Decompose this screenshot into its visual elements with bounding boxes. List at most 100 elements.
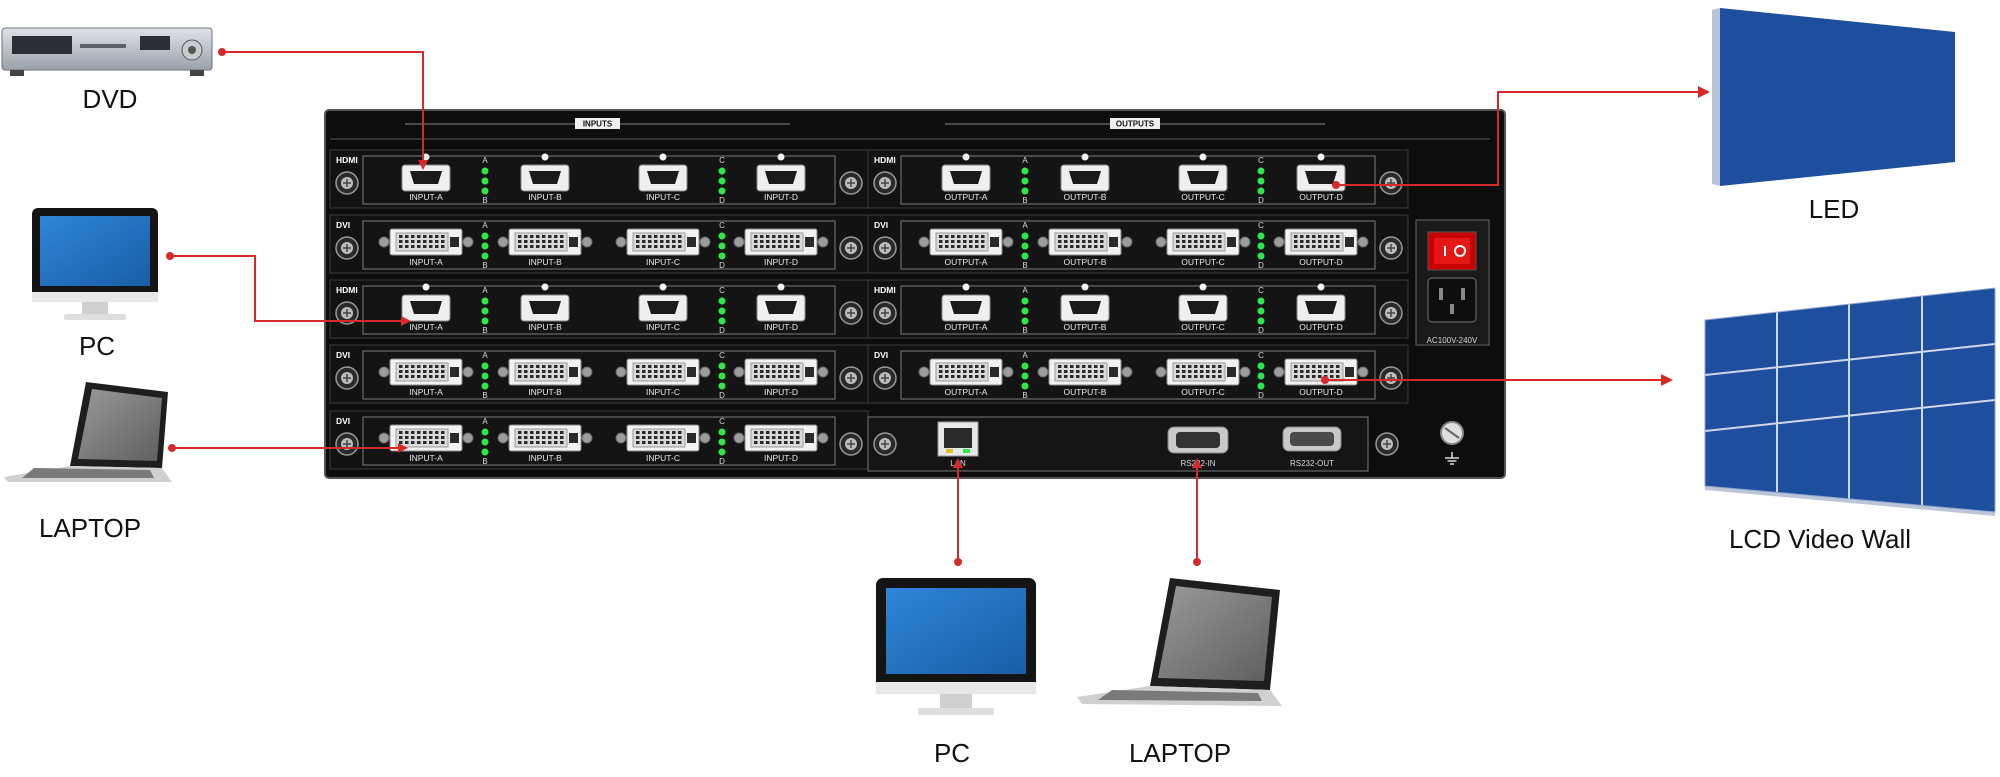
dvi-port[interactable]: OUTPUT-D — [1273, 358, 1369, 397]
dvi-port[interactable]: OUTPUT-D — [1273, 228, 1369, 267]
hdmi-port[interactable]: INPUT-B — [520, 153, 570, 203]
dvi-port[interactable]: INPUT-A — [378, 358, 474, 397]
dvi-port[interactable]: OUTPUT-B — [1037, 358, 1133, 397]
hdmi-port[interactable]: OUTPUT-D — [1296, 283, 1346, 333]
port-label: INPUT-D — [764, 192, 798, 202]
svg-text:D: D — [719, 391, 725, 400]
dvi-port[interactable]: INPUT-A — [378, 228, 474, 267]
panel-screw — [839, 366, 863, 390]
hdmi-port[interactable]: INPUT-C — [638, 153, 688, 203]
power-socket[interactable] — [1427, 277, 1477, 323]
svg-text:B: B — [482, 391, 487, 400]
dvi-port[interactable]: OUTPUT-A — [918, 358, 1014, 397]
laptop-bottom-label: LAPTOP — [1129, 738, 1231, 768]
card-type-label: DVI — [874, 350, 888, 360]
hdmi-port[interactable]: OUTPUT-B — [1060, 283, 1110, 333]
dvi-port[interactable]: INPUT-D — [733, 358, 829, 397]
port-label: INPUT-D — [764, 257, 798, 267]
svg-text:C: C — [1258, 156, 1264, 165]
arrow-head-laptop — [398, 443, 408, 453]
svg-text:B: B — [482, 261, 487, 270]
inputs-header: INPUTS — [575, 118, 620, 129]
power-label: AC100V-240V — [1427, 336, 1478, 345]
pc-left: PC — [32, 208, 158, 361]
pc-bottom-label: PC — [934, 738, 970, 768]
dvi-port[interactable]: OUTPUT-B — [1037, 228, 1133, 267]
matrix-switcher: INPUTS OUTPUTS HDMI INPUT-A INPUT-B INPUT-C… — [324, 109, 1506, 479]
dvi-port[interactable]: INPUT-D — [733, 424, 829, 463]
hdmi-port[interactable]: INPUT-A — [401, 153, 451, 203]
dvi-port[interactable]: INPUT-D — [733, 228, 829, 267]
power-switch[interactable] — [1427, 231, 1477, 271]
hdmi-port[interactable]: OUTPUT-A — [941, 153, 991, 203]
connections — [170, 51, 1700, 562]
port-label: INPUT-C — [646, 322, 680, 332]
hdmi-port[interactable]: INPUT-A — [401, 283, 451, 333]
port-label: INPUT-A — [409, 257, 443, 267]
svg-text:INPUTS: INPUTS — [583, 120, 613, 129]
hdmi-port[interactable]: OUTPUT-C — [1178, 153, 1228, 203]
status-leds: CD — [1257, 221, 1265, 270]
hdmi-port[interactable]: INPUT-D — [756, 283, 806, 333]
port-label: INPUT-A — [409, 453, 443, 463]
svg-text:B: B — [482, 326, 487, 335]
dvi-port[interactable]: INPUT-C — [615, 424, 711, 463]
port-label: INPUT-C — [646, 257, 680, 267]
hdmi-port[interactable]: INPUT-D — [756, 153, 806, 203]
hdmi-port[interactable]: OUTPUT-A — [941, 283, 991, 333]
panel-screw — [335, 236, 359, 260]
hdmi-port[interactable]: OUTPUT-C — [1178, 283, 1228, 333]
port-label: INPUT-C — [646, 387, 680, 397]
connection-markers — [166, 48, 1710, 566]
connection-dvd-to-hdmi-input — [222, 51, 424, 162]
svg-text:OUTPUTS: OUTPUTS — [1116, 120, 1155, 129]
dvi-port[interactable]: INPUT-C — [615, 358, 711, 397]
dvi-port[interactable]: INPUT-B — [497, 228, 593, 267]
port-label: INPUT-B — [528, 192, 562, 202]
rs232-out-port[interactable]: RS232-OUT — [1282, 426, 1342, 468]
port-label: INPUT-B — [528, 453, 562, 463]
hdmi-port[interactable]: INPUT-B — [520, 283, 570, 333]
panel-screw — [839, 171, 863, 195]
dvi-port[interactable]: INPUT-C — [615, 228, 711, 267]
svg-text:C: C — [1258, 221, 1264, 230]
hdmi-port[interactable]: OUTPUT-B — [1060, 153, 1110, 203]
svg-text:C: C — [719, 417, 725, 426]
panel-screw — [873, 301, 897, 325]
dvi-port[interactable]: INPUT-A — [378, 424, 474, 463]
port-label: OUTPUT-D — [1299, 322, 1342, 332]
arrow-head-pc — [401, 316, 411, 326]
svg-text:B: B — [482, 457, 487, 466]
dvi-port[interactable]: OUTPUT-A — [918, 228, 1014, 267]
panel-screw — [839, 301, 863, 325]
ground-terminal — [1440, 421, 1464, 465]
lcd-wall-label: LCD Video Wall — [1729, 524, 1911, 554]
port-label: OUTPUT-C — [1181, 322, 1224, 332]
port-label: INPUT-A — [409, 387, 443, 397]
svg-text:D: D — [1258, 196, 1264, 205]
dvi-port[interactable]: INPUT-B — [497, 424, 593, 463]
panel-screw — [873, 432, 897, 456]
port-label: INPUT-B — [528, 322, 562, 332]
svg-text:C: C — [719, 156, 725, 165]
svg-text:D: D — [1258, 261, 1264, 270]
svg-text:B: B — [1022, 196, 1027, 205]
card-type-label: HDMI — [336, 285, 358, 295]
panel-screw — [335, 171, 359, 195]
status-leds: CD — [718, 417, 726, 466]
svg-text:B: B — [1022, 261, 1027, 270]
dvi-port[interactable]: OUTPUT-C — [1155, 228, 1251, 267]
hdmi-port[interactable]: INPUT-C — [638, 283, 688, 333]
panel-screw — [873, 236, 897, 260]
dvi-port[interactable]: OUTPUT-C — [1155, 358, 1251, 397]
svg-text:C: C — [719, 221, 725, 230]
svg-text:D: D — [1258, 391, 1264, 400]
port-label: OUTPUT-B — [1064, 192, 1107, 202]
status-leds: CD — [1257, 351, 1265, 400]
dvi-port[interactable]: INPUT-B — [497, 358, 593, 397]
status-leds: AB — [481, 156, 489, 205]
